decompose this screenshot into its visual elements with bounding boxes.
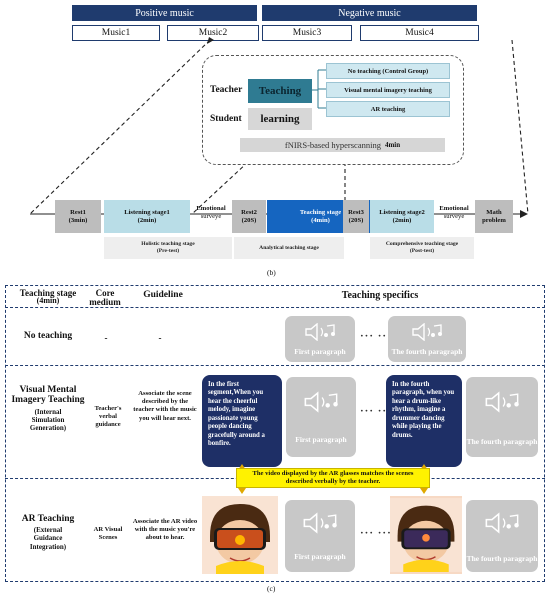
ar-glasses-child-icon [390, 498, 462, 572]
music-box-1: Music1 [72, 25, 160, 41]
fnirs-hyperscanning-bar: fNIRS-based hyperscanning 4min [240, 138, 445, 152]
ar-match-note: The video displayed by the AR glasses ma… [236, 468, 430, 488]
header-core-medium: Core medium [89, 288, 121, 308]
ar-fourth-paragraph-card: The fourth paragraph [466, 500, 538, 572]
option-ar-teaching: AR teaching [326, 101, 450, 117]
speaker-music-icon [305, 323, 335, 341]
teaching-table [5, 285, 545, 582]
row-visual-imagery-core: Teacher's verbal guidance [94, 405, 122, 429]
ar-glasses-child-icon [202, 496, 278, 574]
fnirs-time: 4min [384, 141, 401, 149]
stage-listening1: Listening stage1(2min) [104, 200, 190, 233]
fnirs-text: fNIRS-based hyperscanning [284, 140, 381, 150]
music-box-3: Music3 [262, 25, 352, 41]
music-box-4: Music4 [360, 25, 479, 41]
caption-b: (b) [267, 268, 276, 277]
speaker-music-icon [303, 512, 337, 534]
row-ar-teaching-core: AR Visual Scenes [93, 526, 123, 542]
row-ar-teaching-title: AR Teaching (External Guidance Integrati… [21, 514, 75, 551]
negative-music-header: Negative music [262, 5, 477, 21]
teacher-label: Teacher [210, 85, 243, 95]
first-segment-description-card: In the first segment,When you hear the c… [202, 375, 282, 467]
comprehensive-stage-label: Comprehensive teaching stage(Post-test) [370, 237, 474, 259]
ellipsis-row1: ··· ··· [360, 330, 392, 342]
holistic-stage-label: Holistic teaching stage(Pre-test) [104, 237, 232, 259]
visual-fourth-paragraph-card: The fourth paragraph [466, 377, 538, 457]
row-no-teaching-core: - [104, 333, 108, 343]
no-teaching-first-paragraph-card: First paragraph [285, 316, 355, 362]
teaching-box: Teaching [248, 79, 312, 103]
stage-listening2: Listening stage2(2min) [370, 200, 434, 233]
no-teaching-fourth-paragraph-card: The fourth paragraph [388, 316, 466, 362]
option-no-teaching: No teaching (Control Group) [326, 63, 450, 79]
stage-rest3: Rest3(20S) [343, 200, 369, 233]
positive-music-header: Positive music [72, 5, 257, 21]
visual-first-paragraph-card: First paragraph [286, 377, 356, 457]
header-teaching-specifics: Teaching specifics [341, 290, 419, 301]
option-visual-mental-imagery: Visual mental imagery teaching [326, 82, 450, 98]
speaker-music-icon [485, 391, 519, 413]
stage-rest1: Rest1(3min) [55, 200, 101, 233]
row-ar-teaching-guideline: Associate the AR video with the music yo… [132, 518, 198, 542]
row-visual-imagery-title: Visual Mental Imagery Teaching (Internal… [11, 385, 85, 432]
row-visual-imagery-guideline: Associate the scene described by the tea… [133, 390, 197, 422]
caption-c: (c) [267, 584, 276, 593]
fourth-paragraph-description-card: In the fourth paragraph, when you hear a… [386, 375, 462, 467]
option-bracket [312, 69, 326, 109]
student-label: Student [210, 114, 242, 124]
ellipsis-row2: ··· ··· [360, 405, 392, 417]
stage-rest2: Rest2(20S) [232, 200, 266, 233]
row-no-teaching-guideline: - [158, 333, 162, 343]
speaker-music-icon [485, 512, 519, 534]
speaker-music-icon [412, 323, 442, 341]
ar-first-paragraph-card: First paragraph [285, 500, 355, 572]
row-no-teaching-title: No teaching [23, 331, 73, 341]
header-teaching-stage: Teaching stage (4min) [19, 288, 77, 306]
ar-glasses-child-image-1 [202, 496, 278, 574]
ellipsis-row3: ··· ··· [360, 527, 392, 539]
speaker-music-icon [304, 391, 338, 413]
header-guideline: Guideline [143, 290, 183, 300]
learning-box: learning [248, 108, 312, 130]
ar-glasses-child-image-2 [390, 496, 462, 574]
analytical-stage-label: Analytical teaching stage [234, 237, 344, 259]
